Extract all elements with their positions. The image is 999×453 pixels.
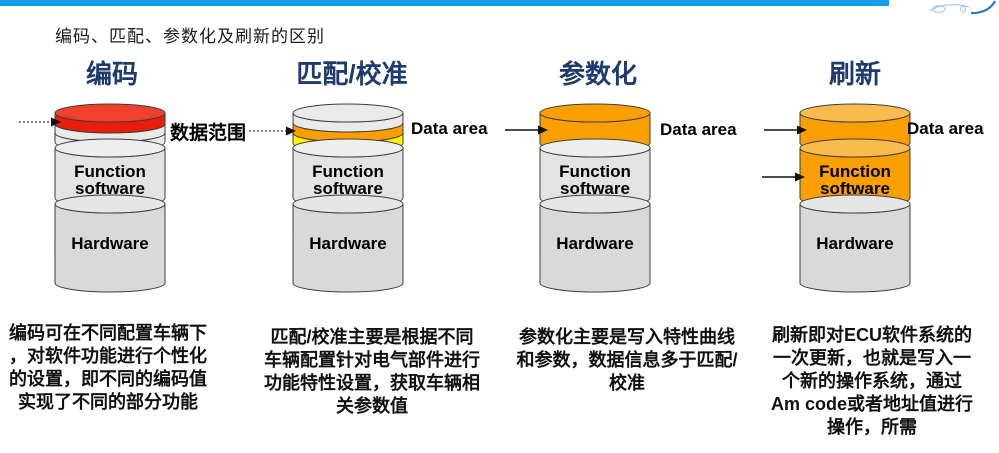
top-accent-bar (0, 0, 889, 6)
flashing-function-software-top (799, 138, 911, 158)
coding-function-software-top (54, 138, 166, 158)
flashing-function-label-line2: software (820, 179, 890, 198)
arrow-to-flashing-data-icon (764, 125, 807, 135)
description-flashing: 刷新即对ECU软件系统的 一次更新，也就是写入一 个新的操作系统，通过 Am c… (770, 325, 974, 437)
description-coding: 编码可在不同配置车辆下 ，对软件功能进行个性化 的设置，即不同的编码值 实现了不… (9, 323, 207, 412)
description-calibration: 匹配/校准主要是根据不同 车辆配置针对电气部件进行 功能特性设置，获取车辆相 关… (264, 327, 480, 416)
cylinder-flashing: Function software Hardware (799, 103, 911, 293)
arrow-to-flashing-function-icon (762, 172, 805, 182)
calibration-function-software-top (292, 138, 404, 158)
column-header-parameterization: 参数化 (558, 59, 637, 89)
dotted-arrow-to-calibration-icon (249, 126, 296, 136)
parameterization-function-software-top (539, 138, 651, 158)
parameterization-function-label-line1: Function (559, 162, 631, 181)
arrow-to-parameterization-icon (505, 125, 548, 135)
page-title: 编码、匹配、参数化及刷新的区别 (55, 27, 325, 46)
parameterization-data-top (539, 103, 651, 123)
column-header-flashing: 刷新 (828, 59, 881, 89)
calibration-function-label-line1: Function (312, 162, 384, 181)
data-area-label-parameterization: Data area (660, 120, 737, 139)
column-header-calibration: 匹配/校准 (296, 59, 408, 89)
cylinder-parameterization: Function software Hardware (539, 103, 651, 293)
parameterization-hardware-top (539, 194, 651, 214)
coding-data-layer-top (54, 103, 166, 123)
calibration-function-label-line2: software (313, 179, 383, 198)
coding-function-label-line2: software (75, 179, 145, 198)
calibration-hardware-top (292, 194, 404, 214)
description-parameterization: 参数化主要是写入特性曲线 和参数，数据信息多于匹配/ 校准 (516, 327, 738, 393)
data-range-label: 数据范围 (170, 123, 247, 144)
parameterization-function-label-line2: software (560, 179, 630, 198)
brand-logo-partial-icon (929, 0, 996, 15)
flashing-hardware-top (799, 194, 911, 214)
data-area-label-flashing: Data area (907, 119, 984, 138)
parameterization-hardware-label: Hardware (556, 234, 633, 253)
column-header-coding: 编码 (85, 59, 138, 89)
dotted-arrow-to-coding-icon (19, 117, 61, 127)
coding-function-label-line1: Function (74, 162, 146, 181)
flashing-data-top (799, 103, 911, 123)
cylinder-coding: Function software Hardware (54, 103, 166, 293)
coding-hardware-label: Hardware (71, 234, 148, 253)
flashing-hardware-label: Hardware (816, 234, 893, 253)
coding-hardware-top (54, 194, 166, 214)
data-area-label-calibration: Data area (411, 119, 488, 138)
flashing-function-label-line1: Function (819, 162, 891, 181)
cylinder-calibration: Function software Hardware (292, 103, 404, 293)
calibration-hardware-label: Hardware (309, 234, 386, 253)
calibration-top-ellipse (292, 103, 404, 123)
